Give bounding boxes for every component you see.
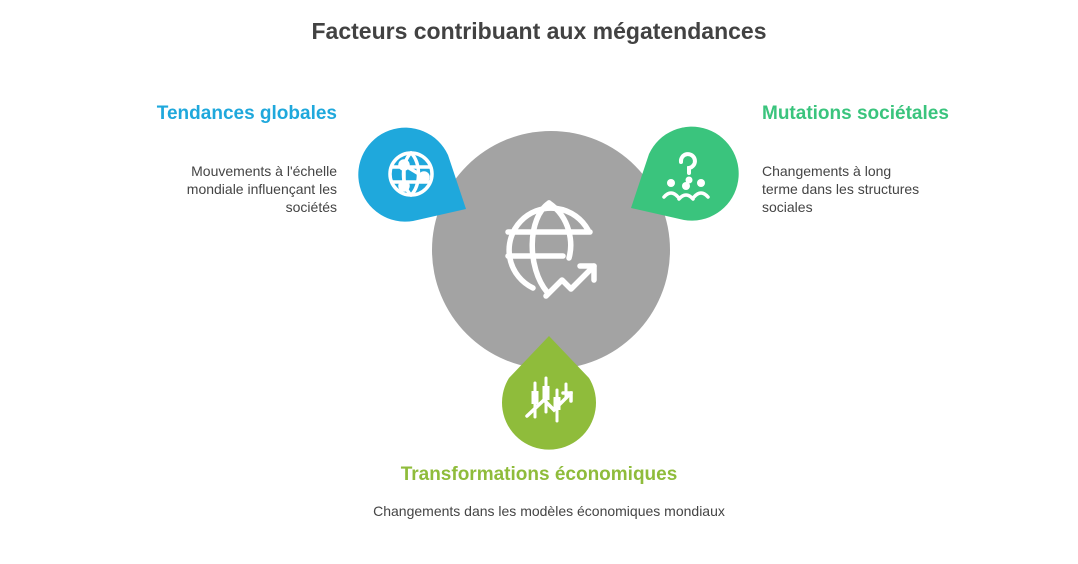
global-trends-title: Tendances globales [156, 103, 337, 124]
global-trends-description: Mouvements à l'échelle mondiale influenç… [186, 163, 337, 215]
globe-trend-icon [505, 200, 597, 299]
global-trends-node [358, 127, 466, 222]
social-mutations-description: Changements à long terme dans les struct… [762, 163, 920, 215]
market-chart-icon [525, 376, 573, 423]
network-globe-icon [388, 151, 434, 197]
economic-transformations-node [501, 336, 596, 450]
economic-transformations-title: Transformations économiques [400, 464, 678, 485]
people-question-icon [662, 152, 710, 201]
center-circle [432, 131, 670, 369]
economic-transformations-description: Changements dans les modèles économiques… [373, 503, 725, 519]
social-mutations-node [631, 126, 739, 221]
page-title: Facteurs contribuant aux mégatendances [311, 18, 767, 44]
social-mutations-title: Mutations sociétales [762, 103, 949, 124]
